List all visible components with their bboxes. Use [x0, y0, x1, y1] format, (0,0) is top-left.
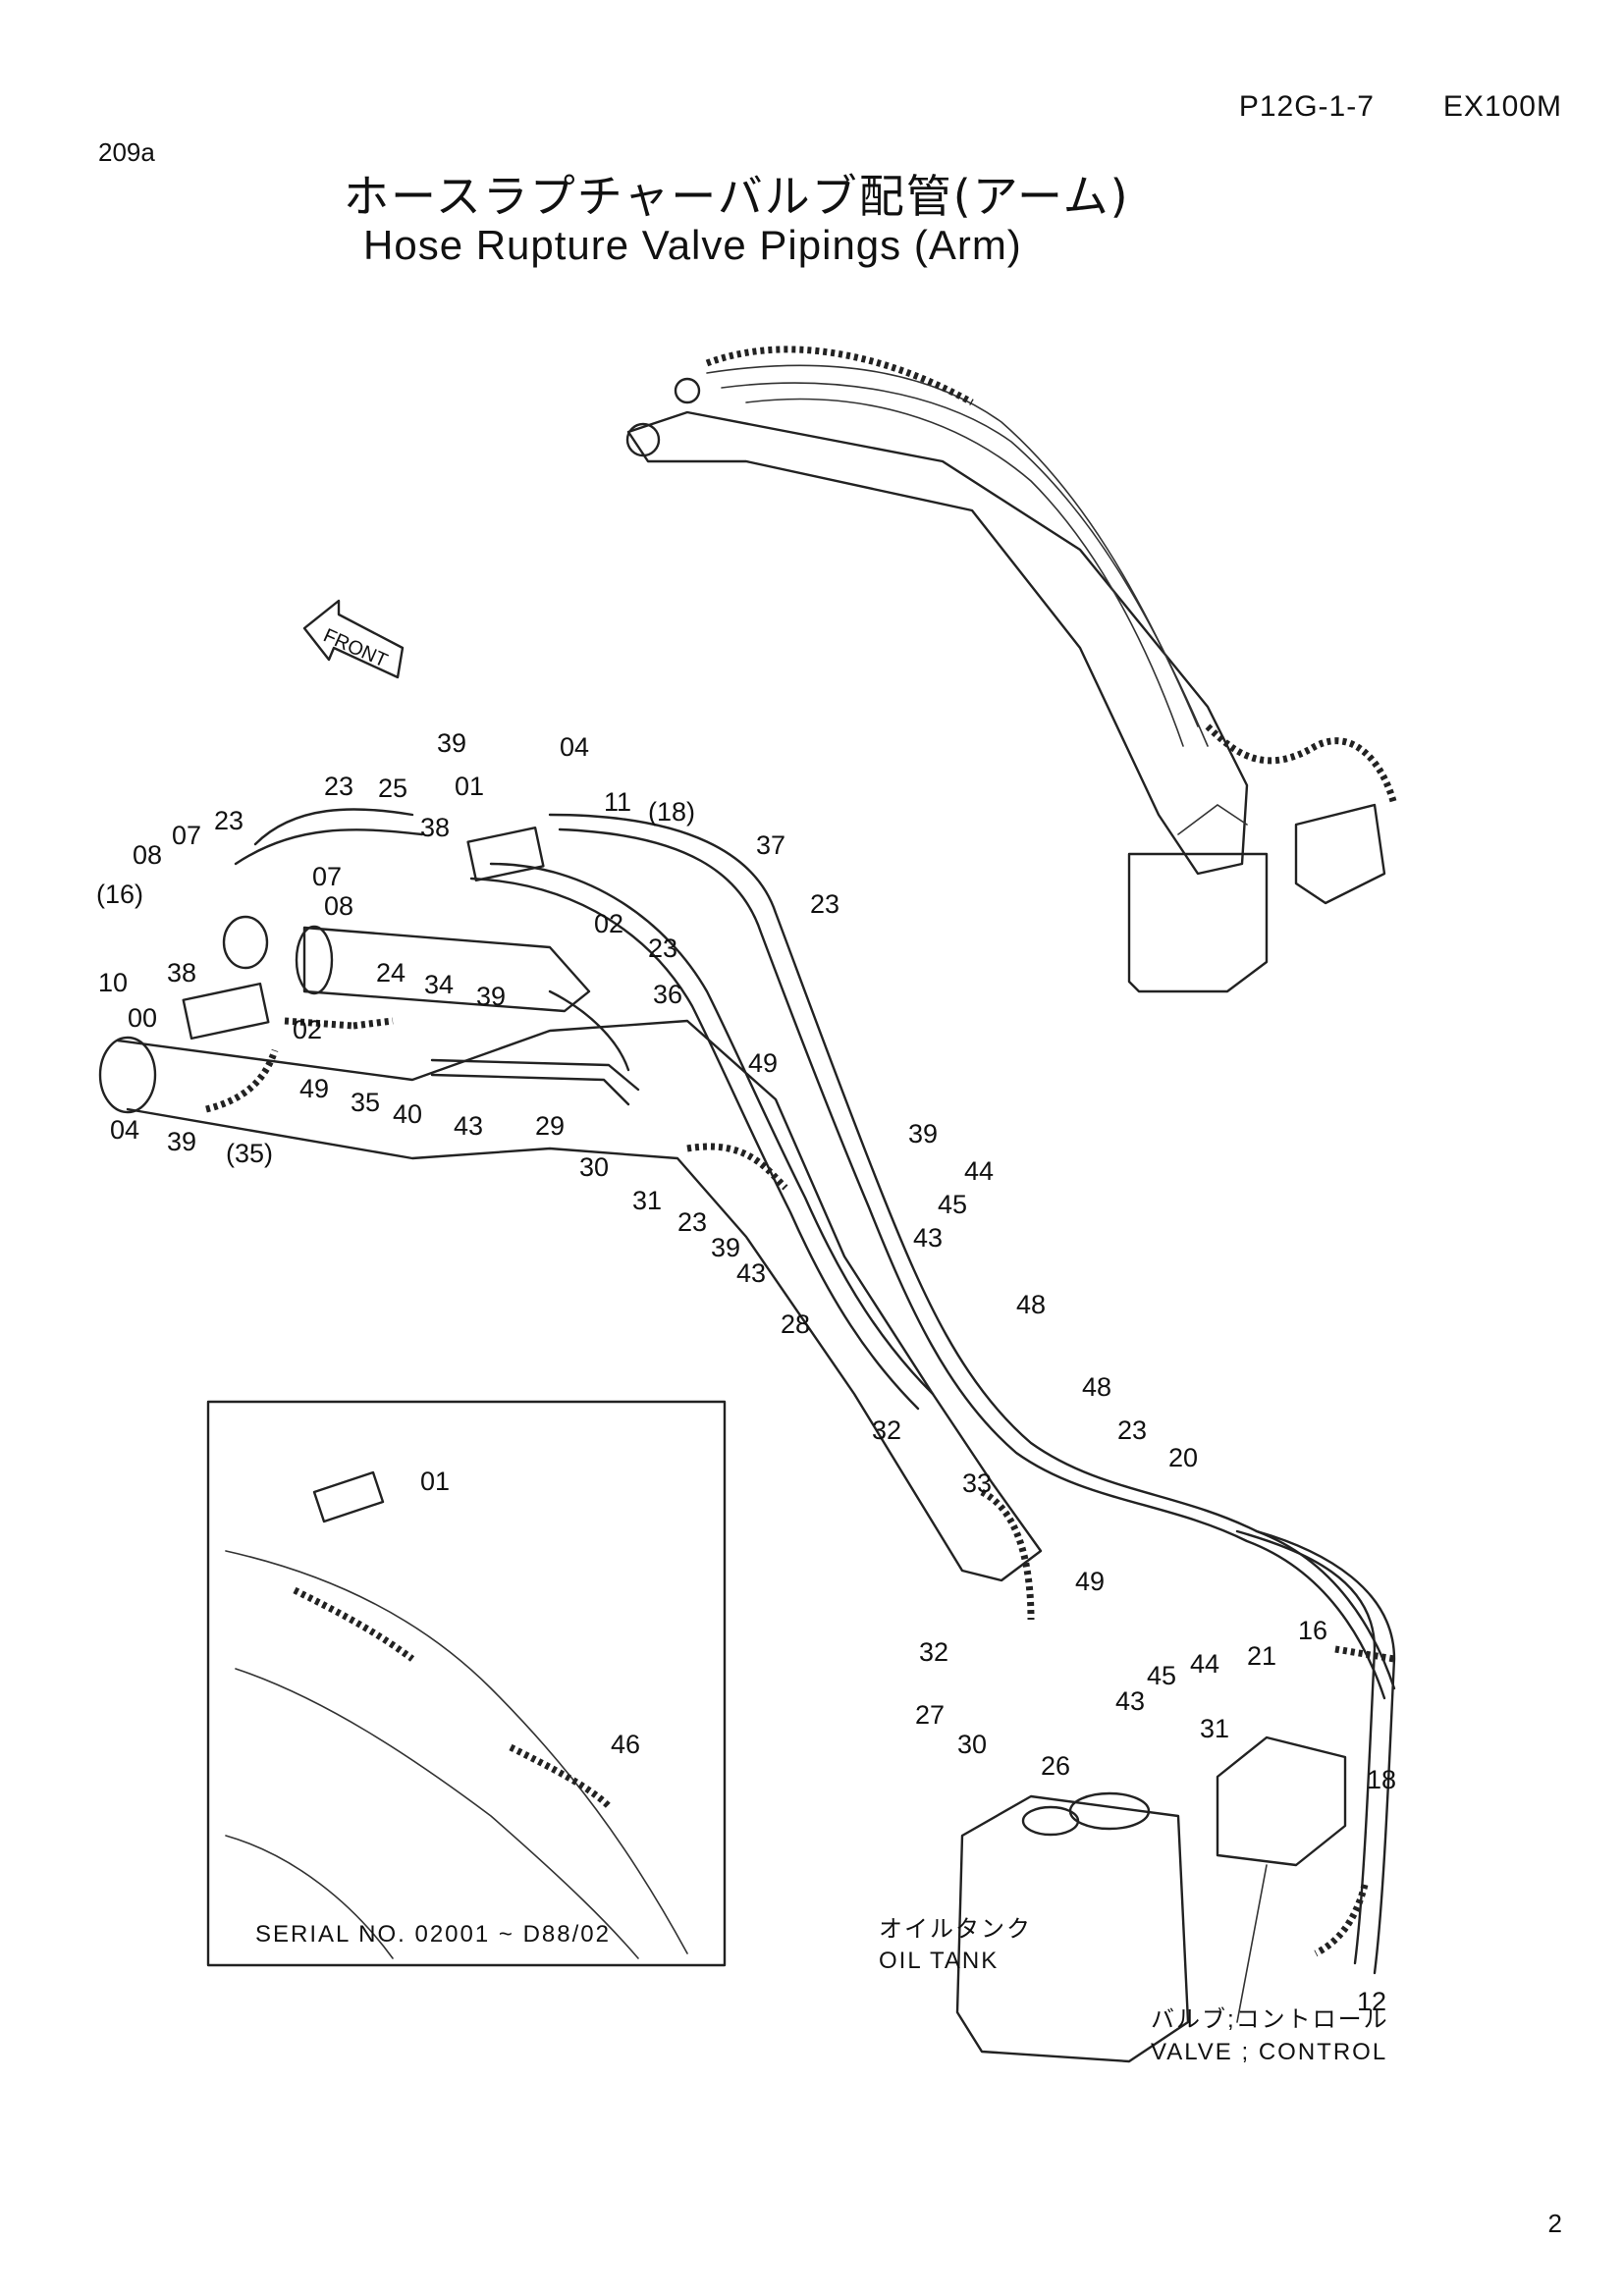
callout-label: 43: [454, 1111, 483, 1141]
callout-label: 46: [611, 1730, 640, 1759]
callout-label: (16): [96, 880, 143, 909]
callout-label: 44: [964, 1156, 994, 1186]
callout-label: 39: [908, 1119, 938, 1148]
callout-label: 16: [1298, 1616, 1327, 1645]
rupture-valve-block: [182, 826, 545, 1041]
callout-label: 49: [299, 1074, 329, 1103]
callout-label: 33: [962, 1468, 992, 1498]
callout-label: 39: [437, 728, 466, 758]
control-valve: バルブ;コントロール VALVE ; CONTROL: [1151, 1735, 1389, 2065]
arm-outline: [98, 915, 1043, 1582]
diagram-code: P12G-1-7: [1238, 90, 1375, 123]
callout-label: 43: [1115, 1686, 1145, 1716]
callout-label: 48: [1016, 1290, 1046, 1319]
callout-label: 49: [748, 1048, 778, 1078]
callout-label: 38: [420, 813, 450, 842]
callout-label: 02: [293, 1015, 322, 1044]
callout-labels: 39 04 01 11 (18) 37 23 25 38 23 07 08 07…: [96, 728, 1396, 2016]
callout-label: 23: [810, 889, 839, 919]
callout-label: (18): [648, 797, 695, 827]
callout-label: 34: [424, 970, 454, 999]
page-number: 2: [1547, 2209, 1562, 2238]
callout-label: 32: [872, 1415, 901, 1445]
callout-label: 38: [167, 958, 196, 988]
callout-label: 23: [1117, 1415, 1147, 1445]
callout-label: 37: [756, 830, 785, 860]
inset-box: SERIAL NO. 02001 ~ D88/02: [206, 1400, 727, 1967]
callout-label: 30: [579, 1152, 609, 1182]
callout-label: 39: [476, 982, 506, 1011]
callout-label: 08: [133, 840, 162, 870]
callout-label: 36: [653, 980, 682, 1009]
oil-tank-label-jp: オイルタンク: [879, 1916, 1032, 1943]
arm-cylinder: [295, 925, 630, 1072]
callout-label: 32: [919, 1637, 948, 1667]
oil-tank: オイルタンク OIL TANK: [879, 1791, 1190, 2063]
callout-label: 23: [648, 934, 677, 963]
callout-label: 29: [535, 1111, 565, 1141]
callout-label: 21: [1247, 1641, 1276, 1671]
inset-serial-label: SERIAL NO. 02001 ~ D88/02: [255, 1921, 611, 1948]
title-english: Hose Rupture Valve Pipings (Arm): [363, 222, 1022, 268]
model-name: EX100M: [1442, 90, 1562, 123]
callout-label: 01: [455, 772, 484, 801]
callout-label: 23: [324, 772, 353, 801]
callout-label: 20: [1168, 1443, 1198, 1472]
callout-label: 18: [1367, 1765, 1396, 1794]
callout-label: 35: [351, 1088, 380, 1117]
callout-label: 44: [1190, 1649, 1219, 1679]
callout-label: 31: [632, 1186, 662, 1215]
callout-label: 40: [393, 1099, 422, 1129]
callout-label: 12: [1357, 1987, 1386, 2016]
callout-label: 39: [167, 1127, 196, 1156]
callout-label: 31: [1200, 1714, 1229, 1743]
callout-label: 10: [98, 968, 128, 997]
callout-label: 08: [324, 891, 353, 921]
upper-tank-sketch: [1127, 803, 1386, 993]
control-valve-label-jp: バルブ;コントロール: [1151, 2006, 1389, 2033]
page-id: 209a: [98, 137, 155, 167]
callout-label: 26: [1041, 1751, 1070, 1781]
pipe-routing: [205, 808, 1396, 1975]
oil-tank-label-en: OIL TANK: [879, 1948, 999, 1974]
callout-label: 00: [128, 1003, 157, 1033]
boom-outline: [625, 346, 1398, 876]
callout-label: 45: [938, 1190, 967, 1219]
callout-label: 24: [376, 958, 406, 988]
front-arrow: FRONT: [302, 599, 405, 679]
callout-label: 43: [913, 1223, 943, 1253]
callout-label: 43: [736, 1258, 766, 1288]
callout-label: 11: [604, 787, 631, 817]
callout-label: 01: [420, 1467, 450, 1496]
callout-label: 02: [594, 909, 623, 938]
callout-label: 04: [560, 732, 589, 762]
callout-label: 39: [711, 1233, 740, 1262]
callout-label: 27: [915, 1700, 945, 1730]
callout-label: 07: [172, 821, 201, 850]
callout-label: 48: [1082, 1372, 1111, 1402]
callout-label: 28: [781, 1309, 810, 1339]
front-arrow-label: FRONT: [320, 624, 391, 671]
callout-label: 25: [378, 774, 407, 803]
callout-label: 30: [957, 1730, 987, 1759]
callout-label: 45: [1147, 1661, 1176, 1690]
callout-label: (35): [226, 1139, 273, 1168]
part-code-header: P12G-1-7 EX100M: [1239, 90, 1562, 124]
title-japanese: ホースラプチャーバルブ配管(アーム): [344, 170, 1130, 223]
callout-label: 23: [677, 1207, 707, 1237]
callout-label: 49: [1075, 1567, 1105, 1596]
callout-label: 23: [214, 806, 243, 835]
callout-label: 07: [312, 862, 342, 891]
control-valve-label-en: VALVE ; CONTROL: [1151, 2039, 1387, 2065]
callout-label: 04: [110, 1115, 139, 1145]
